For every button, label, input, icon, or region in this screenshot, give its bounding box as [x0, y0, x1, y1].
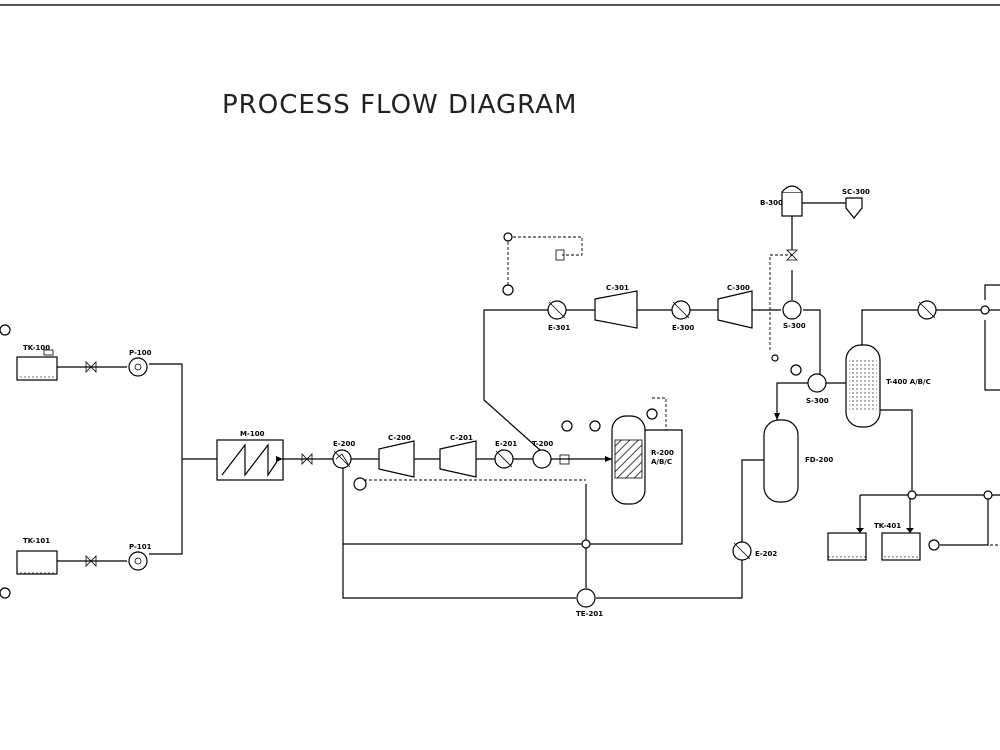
s300-instruments: [771, 354, 802, 376]
heat-exchanger-e-200[interactable]: E-200: [332, 440, 355, 469]
tower-t-400[interactable]: T-400 A/B/C: [845, 344, 931, 428]
reactor-instruments: [559, 408, 658, 465]
heat-exchanger-e-201[interactable]: E-201: [494, 440, 517, 469]
svg-text:TK-401: TK-401: [874, 522, 901, 530]
compressor-c-301[interactable]: C-301: [594, 284, 638, 329]
svg-text:T-200: T-200: [532, 440, 553, 448]
top-right-valve[interactable]: [980, 305, 990, 315]
svg-text:T-400 A/B/C: T-400 A/B/C: [886, 378, 931, 386]
heat-exchanger-top-right[interactable]: [917, 300, 937, 320]
svg-text:SC-300: SC-300: [842, 188, 870, 196]
pump-p-100[interactable]: P-100: [128, 349, 152, 377]
heat-exchanger-e-202[interactable]: E-202: [732, 541, 777, 561]
heat-exchanger-e-300[interactable]: E-300: [671, 300, 694, 332]
svg-text:E-201: E-201: [495, 440, 517, 448]
top-right-line: [984, 284, 1000, 300]
pump-p-101[interactable]: P-101: [128, 543, 152, 571]
flash-drum-fd-200[interactable]: FD-200: [763, 419, 833, 503]
heat-exchanger-te-201[interactable]: TE-201: [576, 588, 603, 618]
svg-text:P-101: P-101: [129, 543, 152, 551]
process-lines: [57, 202, 1000, 599]
compressor-c-200[interactable]: C-200: [378, 434, 415, 478]
svg-text:M-100: M-100: [240, 430, 265, 438]
drawing-frame-top-border: [0, 0, 1000, 6]
svg-text:C-301: C-301: [606, 284, 629, 292]
junction-valve: [581, 539, 591, 549]
riser-valve[interactable]: [786, 249, 798, 261]
svg-text:E-300: E-300: [672, 324, 694, 332]
te-instrument: [353, 477, 367, 491]
top-right-return: [984, 320, 1000, 391]
separator-s-300-lower[interactable]: S-300: [806, 373, 829, 405]
compressor-c-201[interactable]: C-201: [439, 434, 477, 478]
svg-text:B-300: B-300: [760, 199, 783, 207]
page-title: PROCESS FLOW DIAGRAM: [222, 90, 578, 120]
svg-text:TK-101: TK-101: [23, 537, 50, 545]
bottom-right-valves[interactable]: [907, 490, 993, 551]
svg-text:A/B/C: A/B/C: [651, 458, 672, 466]
svg-text:E-200: E-200: [333, 440, 355, 448]
feed-valves[interactable]: [85, 361, 313, 567]
control-signal-lines: [359, 236, 1000, 546]
reactor-r-200[interactable]: R-200 A/B/C: [611, 415, 674, 505]
top-instruments: [502, 232, 565, 296]
svg-text:FD-200: FD-200: [805, 456, 833, 464]
tank-tk-400[interactable]: [827, 532, 867, 561]
svg-text:R-200: R-200: [651, 449, 674, 457]
svg-text:S-300: S-300: [806, 397, 829, 405]
svg-text:P-100: P-100: [129, 349, 152, 357]
compressor-c-300[interactable]: C-300: [717, 284, 753, 329]
svg-text:C-300: C-300: [727, 284, 750, 292]
svg-text:TE-201: TE-201: [576, 610, 603, 618]
svg-text:E-202: E-202: [755, 550, 777, 558]
svg-text:S-300: S-300: [783, 322, 806, 330]
svg-text:E-301: E-301: [548, 324, 570, 332]
svg-text:TK-100: TK-100: [23, 344, 50, 352]
tank-tk-101[interactable]: TK-101: [16, 537, 58, 575]
svg-text:C-200: C-200: [388, 434, 411, 442]
heat-exchanger-e-301[interactable]: E-301: [547, 300, 570, 332]
left-instruments: [0, 324, 11, 599]
tee-t-200[interactable]: T-200: [532, 440, 553, 469]
tank-tk-401[interactable]: TK-401: [874, 522, 921, 561]
scrubber-sc-300[interactable]: SC-300: [842, 188, 870, 219]
mixer-m-100[interactable]: M-100: [216, 430, 284, 481]
separator-s-300-upper[interactable]: S-300: [782, 300, 806, 330]
flow-arrows: [276, 413, 914, 533]
svg-text:C-201: C-201: [450, 434, 473, 442]
blower-b-300[interactable]: B-300: [760, 185, 803, 217]
tank-tk-100[interactable]: TK-100: [16, 344, 58, 381]
